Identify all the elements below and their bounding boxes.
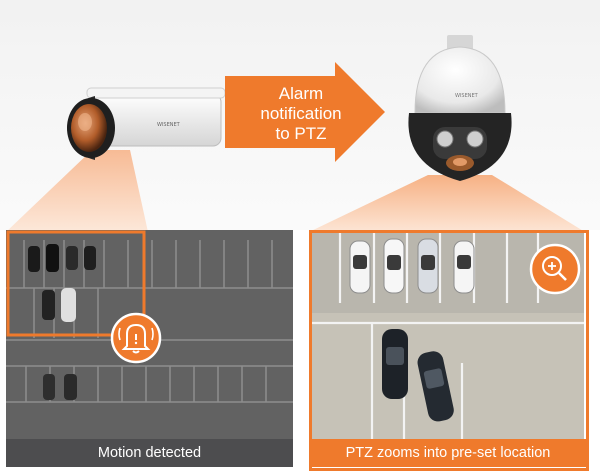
thermal-parking-view xyxy=(6,230,293,439)
ptz-zoom-caption: PTZ zooms into pre-set location xyxy=(309,439,587,467)
ptz-parking-view xyxy=(312,233,584,439)
thermal-bullet-camera-icon: WISENET xyxy=(67,87,226,160)
arrow-text: Alarm notification to PTZ xyxy=(236,84,366,144)
zoom-in-icon xyxy=(529,243,581,295)
ptz-brand-label: WISENET xyxy=(455,93,479,99)
arrow-text-line2: to PTZ xyxy=(275,124,327,143)
bullet-brand-label: WISENET xyxy=(157,122,181,128)
alarm-arrow xyxy=(225,62,385,162)
arrow-text-line1: Alarm notification xyxy=(260,84,342,123)
ptz-camera-icon: WISENET xyxy=(408,35,512,181)
alarm-bell-icon xyxy=(110,312,162,364)
motion-detected-caption: Motion detected xyxy=(6,439,293,467)
